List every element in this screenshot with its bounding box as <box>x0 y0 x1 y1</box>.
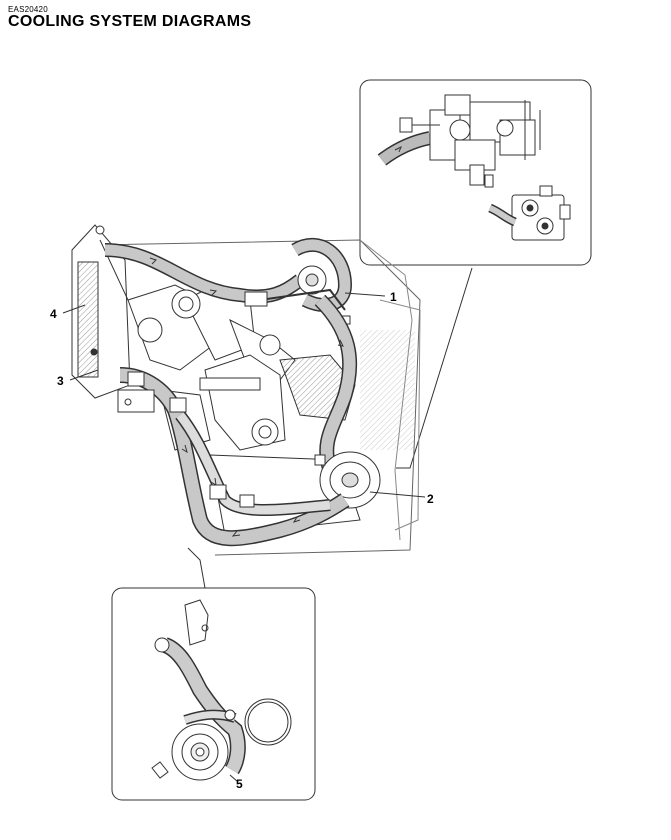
callout-4: 4 <box>50 307 57 321</box>
callout-leaders <box>62 292 426 783</box>
lower-radiator-hose <box>119 367 350 547</box>
water-pump <box>314 451 381 509</box>
document-code: EAS20420 <box>8 5 48 14</box>
detail-inset-bottom <box>111 587 316 801</box>
inset-leader-bottom <box>187 547 206 589</box>
page-title: COOLING SYSTEM DIAGRAMS <box>8 13 252 30</box>
callout-1: 1 <box>390 290 397 304</box>
water-pump-hose <box>314 294 358 473</box>
upper-radiator-hose <box>104 243 305 304</box>
inset-leader-top <box>396 267 473 469</box>
callout-3: 3 <box>57 374 64 388</box>
engine-drawing <box>71 224 421 556</box>
callout-2: 2 <box>427 492 434 506</box>
detail-inset-top <box>359 79 592 266</box>
radiator <box>71 224 131 399</box>
callout-5: 5 <box>236 777 243 791</box>
